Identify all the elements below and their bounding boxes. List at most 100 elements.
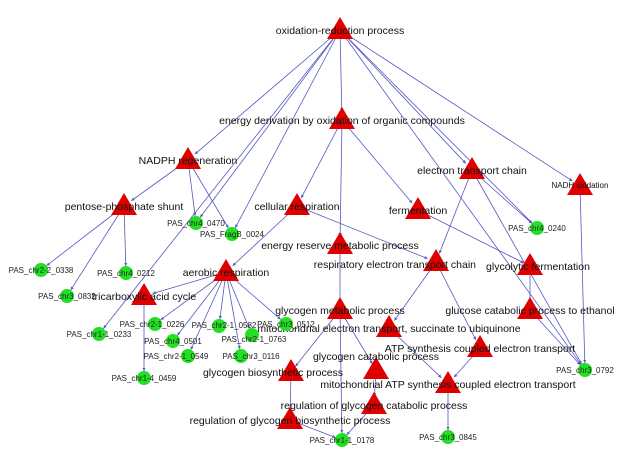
triangle-icon bbox=[517, 297, 543, 319]
node-label: oxidation-reduction process bbox=[276, 25, 404, 37]
node-label: PAS_chr4_0501 bbox=[144, 337, 202, 346]
triangle-icon bbox=[213, 259, 239, 281]
edge-respetc-atpcoupled bbox=[435, 261, 477, 341]
go-term-node-nadh[interactable]: NADH oxidation bbox=[552, 173, 609, 195]
edge-etc-respetc bbox=[438, 169, 473, 254]
edge-glymet-glybio bbox=[295, 309, 341, 367]
nodes: oxidation-reduction process energy deriva… bbox=[9, 17, 615, 447]
node-label: PAS_chr3_0845 bbox=[419, 433, 477, 442]
node-label: energy reserve metabolic process bbox=[261, 240, 419, 252]
gene-node-g0233[interactable]: PAS_chr1-1_0233 bbox=[67, 327, 132, 341]
node-label: PAS_chr4_0470 bbox=[167, 219, 225, 228]
go-term-node-reserve[interactable]: energy reserve metabolic process bbox=[261, 232, 419, 254]
node-label: PAS_chr3_0832 bbox=[38, 292, 96, 301]
go-term-node-glycolytic[interactable]: glycolytic fermentation bbox=[486, 253, 590, 275]
circle-icon bbox=[578, 363, 592, 377]
circle-icon bbox=[234, 349, 248, 363]
triangle-icon bbox=[459, 157, 485, 179]
gene-node-g0832[interactable]: PAS_chr3_0832 bbox=[38, 289, 96, 303]
go-term-node-mitoatp[interactable]: mitochondrial ATP synthesis coupled elec… bbox=[320, 371, 576, 393]
node-label: pentose-phosphate shunt bbox=[65, 201, 184, 213]
edge-energyderiv-ferment bbox=[341, 119, 413, 204]
go-term-node-regcat[interactable]: regulation of glycogen catabolic process bbox=[281, 392, 468, 414]
go-term-node-energyderiv[interactable]: energy derivation by oxidation of organi… bbox=[219, 107, 465, 129]
gene-node-g0240[interactable]: PAS_chr4_0240 bbox=[508, 221, 566, 235]
node-label: PAS_chr3_0116 bbox=[222, 352, 280, 361]
gene-node-g0459[interactable]: PAS_chr1-4_0459 bbox=[112, 371, 177, 385]
go-term-node-atpcoupled[interactable]: ATP synthesis coupled electron transport bbox=[385, 335, 576, 357]
node-label: PAS_chr2-1_0582 bbox=[192, 321, 257, 330]
triangle-icon bbox=[517, 253, 543, 275]
triangle-icon bbox=[111, 193, 137, 215]
edge-oxred-etc bbox=[339, 29, 467, 164]
node-label: respiratory electron transport chain bbox=[314, 259, 476, 271]
gene-node-g0582[interactable]: PAS_chr2-1_0582 bbox=[192, 319, 257, 333]
go-term-node-nadph[interactable]: NADPH regeneration bbox=[139, 147, 238, 169]
node-label: energy derivation by oxidation of organi… bbox=[219, 115, 465, 127]
go-term-node-tca[interactable]: tricarboxylic acid cycle bbox=[92, 283, 197, 305]
triangle-icon bbox=[376, 315, 402, 337]
gene-node-g0845[interactable]: PAS_chr3_0845 bbox=[419, 430, 477, 444]
node-label: tricarboxylic acid cycle bbox=[92, 291, 197, 303]
go-term-node-pentose[interactable]: pentose-phosphate shunt bbox=[65, 193, 184, 215]
circle-icon bbox=[189, 216, 203, 230]
triangle-icon bbox=[363, 357, 389, 379]
edge-oxred-g0792 bbox=[339, 29, 582, 365]
edge-cellular-aerobic bbox=[232, 205, 298, 267]
gene-node-g0226[interactable]: PAS_chr2-1_0226 bbox=[120, 317, 185, 331]
edge-energyderiv-reserve bbox=[338, 119, 343, 237]
go-term-node-respetc[interactable]: respiratory electron transport chain bbox=[314, 249, 476, 271]
node-label: glycogen metabolic process bbox=[275, 305, 405, 317]
edge-aerobic-tca bbox=[152, 271, 227, 295]
go-term-node-glymet[interactable]: glycogen metabolic process bbox=[275, 297, 405, 319]
circle-icon bbox=[148, 317, 162, 331]
edge-cellular-respetc bbox=[296, 205, 428, 260]
go-term-node-etc[interactable]: electron transport chain bbox=[417, 157, 527, 179]
gene-node-g0338[interactable]: PAS_chr2-2_0338 bbox=[9, 263, 74, 277]
edge-respetc-succ bbox=[393, 261, 437, 321]
triangle-icon bbox=[175, 147, 201, 169]
gene-node-g0116[interactable]: PAS_chr3_0116 bbox=[222, 349, 280, 363]
gene-node-g0549[interactable]: PAS_chr2-1_0549 bbox=[144, 349, 209, 363]
go-term-node-glybio[interactable]: glycogen biosynthetic process bbox=[203, 359, 343, 381]
edge-aerobic-g0763 bbox=[225, 271, 250, 329]
triangle-icon bbox=[435, 371, 461, 393]
node-label: regulation of glycogen biosynthetic proc… bbox=[190, 415, 391, 427]
node-label: PAS_chr3_0512 bbox=[257, 320, 315, 329]
edges bbox=[46, 29, 587, 438]
go-term-node-cellular[interactable]: cellular respiration bbox=[254, 193, 340, 215]
gene-node-g0470[interactable]: PAS_chr4_0470 bbox=[167, 216, 225, 230]
node-label: fermentation bbox=[389, 205, 448, 217]
node-label: PAS_chr3_0792 bbox=[556, 366, 614, 375]
node-label: PAS_chr2-1_0763 bbox=[222, 335, 287, 344]
triangle-icon bbox=[327, 17, 353, 39]
edge-oxred-nadph bbox=[194, 29, 341, 155]
go-term-node-glucose[interactable]: glucose catabolic process to ethanol bbox=[445, 297, 615, 319]
circle-icon bbox=[530, 221, 544, 235]
gene-node-g0763[interactable]: PAS_chr2-1_0763 bbox=[222, 328, 287, 344]
edge-nadh-g0792 bbox=[579, 185, 587, 364]
go-term-node-glycat[interactable]: glycogen catabolic process bbox=[313, 351, 439, 379]
node-label: PAS_chr2-2_0338 bbox=[9, 266, 74, 275]
triangle-icon bbox=[277, 407, 303, 429]
gene-node-g0024[interactable]: PAS_FragB_0024 bbox=[200, 227, 264, 241]
gene-node-g0501[interactable]: PAS_chr4_0501 bbox=[144, 334, 202, 348]
gene-node-g0212[interactable]: PAS_chr4_0212 bbox=[97, 266, 155, 280]
edge-pentose-g0338 bbox=[46, 205, 125, 267]
gene-node-g0512[interactable]: PAS_chr3_0512 bbox=[257, 317, 315, 331]
node-label: glycogen catabolic process bbox=[313, 351, 439, 363]
triangle-icon bbox=[131, 283, 157, 305]
edge-nadph-g0470 bbox=[187, 159, 197, 217]
go-term-node-aerobic[interactable]: aerobic respiration bbox=[183, 259, 270, 281]
node-label: glycolytic fermentation bbox=[486, 261, 590, 273]
gene-node-g0178[interactable]: PAS_chr1-1_0178 bbox=[310, 433, 375, 447]
circle-icon bbox=[225, 227, 239, 241]
node-label: regulation of glycogen catabolic process bbox=[281, 400, 468, 412]
go-term-node-regbio[interactable]: regulation of glycogen biosynthetic proc… bbox=[190, 407, 391, 429]
go-term-node-succ[interactable]: mitochondrial electron transport, succin… bbox=[257, 315, 521, 337]
go-term-node-ferment[interactable]: fermentation bbox=[389, 197, 448, 219]
gene-node-g0792[interactable]: PAS_chr3_0792 bbox=[556, 363, 614, 377]
go-term-node-oxred[interactable]: oxidation-reduction process bbox=[276, 17, 404, 39]
node-label: glycogen biosynthetic process bbox=[203, 367, 343, 379]
